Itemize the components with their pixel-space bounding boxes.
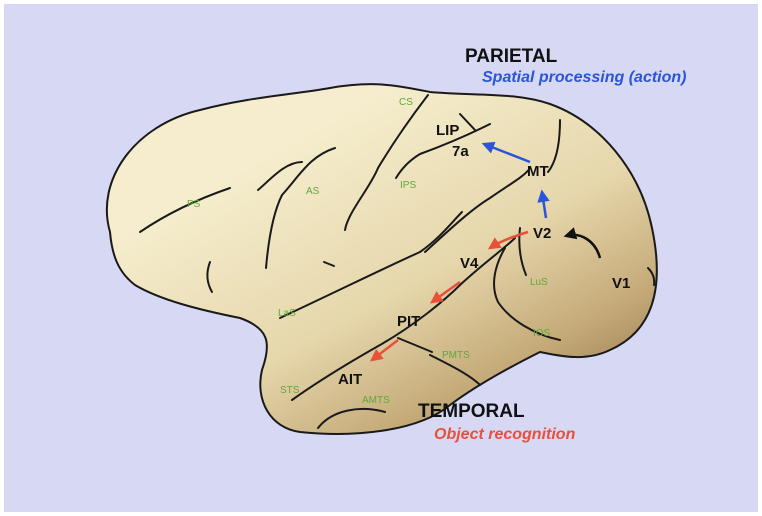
sulcus-label-ips: IPS	[400, 180, 416, 191]
parietal-title: PARIETAL	[465, 46, 558, 67]
area-label-ait: AIT	[338, 371, 362, 388]
sulcus-label-sts: STS	[280, 385, 300, 396]
area-label-lip: LIP	[436, 122, 459, 139]
sulcus-label-las: LaS	[278, 308, 296, 319]
sulcus-label-cs: CS	[399, 97, 413, 108]
area-label-pit: PIT	[397, 313, 420, 330]
sulcus-label-pmts: PMTS	[442, 350, 470, 361]
sulcus-label-ps: PS	[187, 199, 201, 210]
area-label-7a: 7a	[452, 143, 469, 160]
sulcus-label-ios: IOS	[533, 328, 551, 339]
temporal-title: TEMPORAL	[418, 401, 525, 422]
area-label-v2: V2	[533, 225, 551, 242]
area-label-mt: MT	[527, 163, 549, 180]
parietal-subtitle: Spatial processing (action)	[482, 69, 686, 86]
sulcus-label-lus: LuS	[530, 277, 548, 288]
area-label-v4: V4	[460, 255, 479, 272]
sulcus-label-as: AS	[306, 186, 320, 197]
area-label-v1: V1	[612, 275, 630, 292]
temporal-subtitle: Object recognition	[434, 426, 576, 443]
sulcus-label-amts: AMTS	[362, 395, 390, 406]
